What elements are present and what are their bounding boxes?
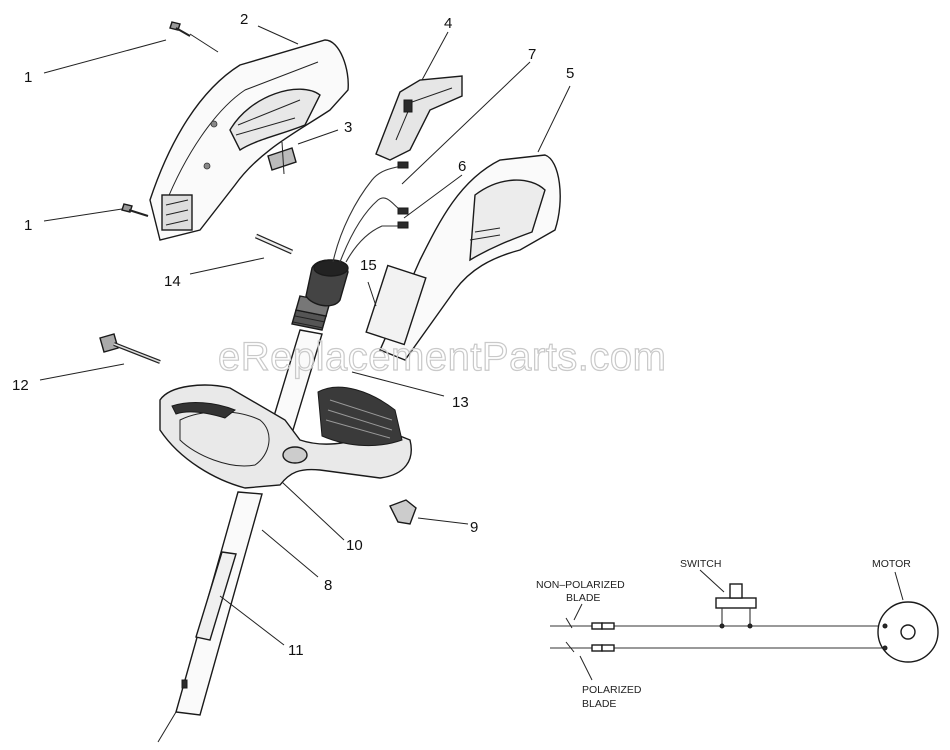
polarized-label-line2: BLADE <box>582 698 616 710</box>
callout-14: 14 <box>164 273 181 290</box>
non-polarized-label-line2: BLADE <box>566 592 600 604</box>
callout-15: 15 <box>360 257 377 274</box>
watermark-text: eReplacementParts.com <box>218 335 666 379</box>
right-handle-housing <box>365 154 561 361</box>
motor-label: MOTOR <box>872 558 911 570</box>
pin-part-14 <box>254 233 294 255</box>
shaft-cap <box>305 259 349 307</box>
callout-13: 13 <box>452 394 469 411</box>
callout-9: 9 <box>470 519 478 536</box>
switch-symbol <box>715 583 757 629</box>
callout-8: 8 <box>324 577 332 594</box>
callout-12: 12 <box>12 377 29 394</box>
auxiliary-handle <box>159 384 412 489</box>
trigger-part-4 <box>375 75 463 161</box>
wiring-schematic: SWITCH MOTOR NON–POLARIZED BLADE POLARIZ… <box>536 558 939 710</box>
screw-lower <box>121 203 149 217</box>
lower-shaft <box>157 491 263 743</box>
callout-labels: 1 1 2 3 4 5 6 7 8 9 10 11 12 13 14 15 <box>12 11 574 659</box>
callout-7: 7 <box>528 46 536 63</box>
terminal-part-3 <box>267 141 297 175</box>
upper-shaft <box>267 259 349 441</box>
non-polarized-label-line1: NON–POLARIZED <box>536 579 625 591</box>
callout-1-upper: 1 <box>24 69 32 86</box>
callout-10: 10 <box>346 537 363 554</box>
leader-lines <box>39 25 571 646</box>
knob-part-9 <box>389 499 417 525</box>
carriage-bolt-part-12 <box>99 333 161 364</box>
polarized-label-line1: POLARIZED <box>582 684 642 696</box>
switch-label: SWITCH <box>680 558 721 570</box>
callout-3: 3 <box>344 119 352 136</box>
callout-4: 4 <box>444 15 452 32</box>
left-handle-housing <box>149 39 349 241</box>
callout-11: 11 <box>288 642 304 659</box>
callout-6: 6 <box>458 158 466 175</box>
callout-1-lower: 1 <box>24 217 32 234</box>
screw-upper <box>169 21 191 37</box>
motor-symbol <box>877 571 939 663</box>
switch-wires <box>332 161 409 263</box>
callout-2: 2 <box>240 11 248 28</box>
callout-5: 5 <box>566 65 574 82</box>
